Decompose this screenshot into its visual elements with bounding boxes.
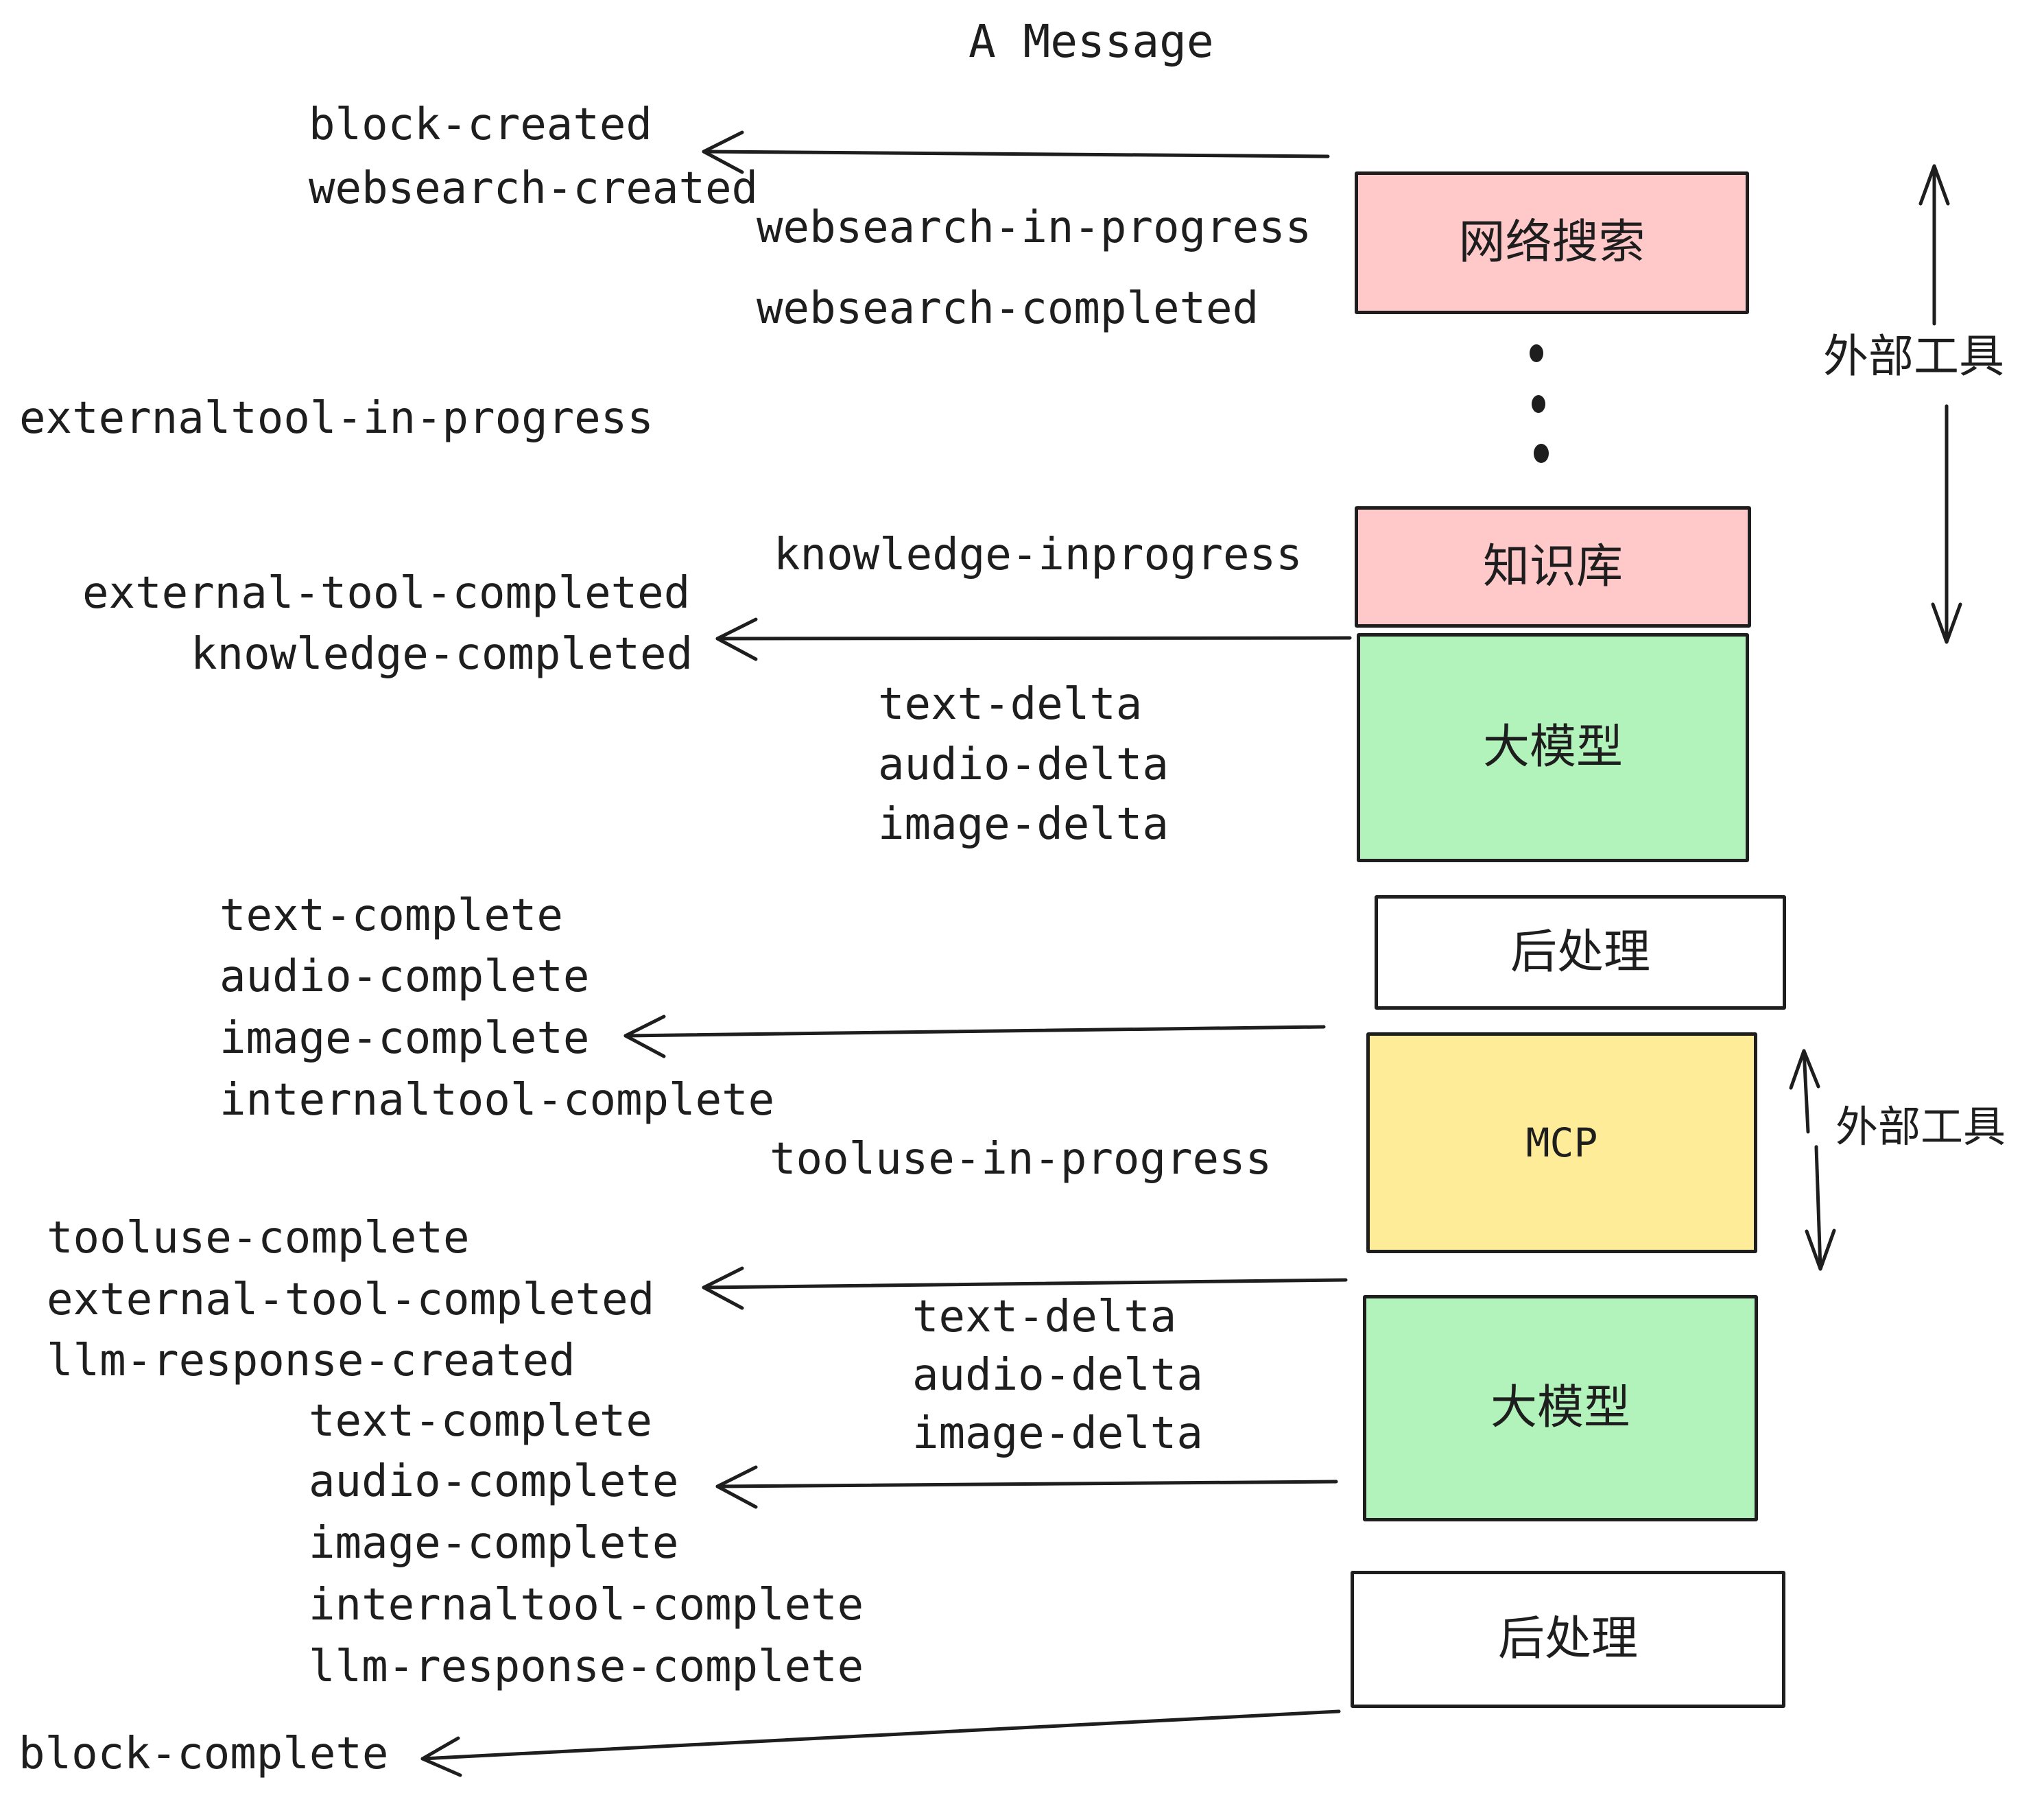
event-block-complete: block-complete <box>19 1729 389 1779</box>
event-audio-delta-1: audio-delta <box>878 739 1169 790</box>
box-llm-2-label: 大模型 <box>1490 1381 1630 1435</box>
arrow-to-audio-complete <box>715 1465 1338 1509</box>
external-tools-mcp-down-arrow <box>1805 1145 1836 1271</box>
box-postprocess-1-label: 后处理 <box>1510 925 1650 980</box>
event-tooluse-complete: tooluse-complete <box>47 1213 470 1263</box>
box-mcp-label: MCP <box>1525 1119 1598 1166</box>
box-postprocess-2-label: 后处理 <box>1497 1612 1638 1666</box>
arrow-to-knowledge-completed <box>715 617 1352 661</box>
event-external-tool-completed: external-tool-completed <box>82 568 691 619</box>
box-websearch: 网络搜索 <box>1355 171 1749 314</box>
arrow-to-image-complete <box>623 1014 1326 1058</box>
event-image-complete-1: image-complete <box>219 1013 590 1064</box>
arrow-to-websearch-created <box>702 130 1330 174</box>
external-tools-mcp-up-arrow <box>1789 1049 1820 1134</box>
event-internaltool-complete-2: internaltool-complete <box>309 1580 864 1630</box>
external-tools-top-label: 外部工具 <box>1823 330 2004 383</box>
event-websearch-completed: websearch-completed <box>757 283 1259 334</box>
event-text-complete-2: text-complete <box>309 1396 652 1447</box>
event-websearch-created: websearch-created <box>309 163 759 214</box>
box-llm-1: 大模型 <box>1357 633 1749 862</box>
box-llm-1-label: 大模型 <box>1482 720 1623 774</box>
event-knowledge-completed: knowledge-completed <box>191 629 693 680</box>
event-externaltool-in-progress: externaltool-in-progress <box>19 393 654 444</box>
event-text-complete-1: text-complete <box>219 890 563 941</box>
ellipsis-dots <box>1530 344 1549 463</box>
event-image-complete-2: image-complete <box>309 1518 679 1569</box>
box-websearch-label: 网络搜索 <box>1458 215 1645 270</box>
external-tools-top-up-arrow <box>1918 164 1950 326</box>
box-llm-2: 大模型 <box>1363 1295 1758 1521</box>
box-postprocess-2: 后处理 <box>1351 1571 1785 1708</box>
event-text-delta-2: text-delta <box>912 1292 1177 1342</box>
event-llm-response-created: llm-response-created <box>47 1336 575 1386</box>
event-websearch-in-progress: websearch-in-progress <box>757 202 1312 253</box>
arrow-to-block-complete <box>420 1709 1341 1777</box>
diagram-title: A Message <box>968 15 1214 68</box>
event-block-created: block-created <box>309 99 652 150</box>
box-mcp: MCP <box>1366 1032 1757 1253</box>
box-postprocess-1: 后处理 <box>1375 895 1786 1010</box>
event-text-delta-1: text-delta <box>878 679 1143 730</box>
event-internaltool-complete-1: internaltool-complete <box>219 1075 775 1126</box>
event-tooluse-in-progress: tooluse-in-progress <box>770 1134 1272 1185</box>
event-llm-response-complete: llm-response-complete <box>309 1641 864 1692</box>
event-image-delta-1: image-delta <box>878 799 1169 850</box>
external-tools-mcp-label: 外部工具 <box>1835 1102 2006 1152</box>
box-knowledge: 知识库 <box>1355 506 1751 628</box>
event-image-delta-2: image-delta <box>912 1408 1203 1459</box>
arrow-to-tooluse-complete <box>702 1266 1348 1310</box>
event-audio-delta-2: audio-delta <box>912 1350 1203 1401</box>
event-external-tool-completed-2: external-tool-completed <box>47 1274 655 1325</box>
event-audio-complete-2: audio-complete <box>309 1456 679 1507</box>
external-tools-top-down-arrow <box>1931 404 1962 644</box>
event-audio-complete-1: audio-complete <box>219 951 590 1002</box>
box-knowledge-label: 知识库 <box>1482 539 1623 594</box>
event-knowledge-inprogress: knowledge-inprogress <box>774 530 1303 580</box>
